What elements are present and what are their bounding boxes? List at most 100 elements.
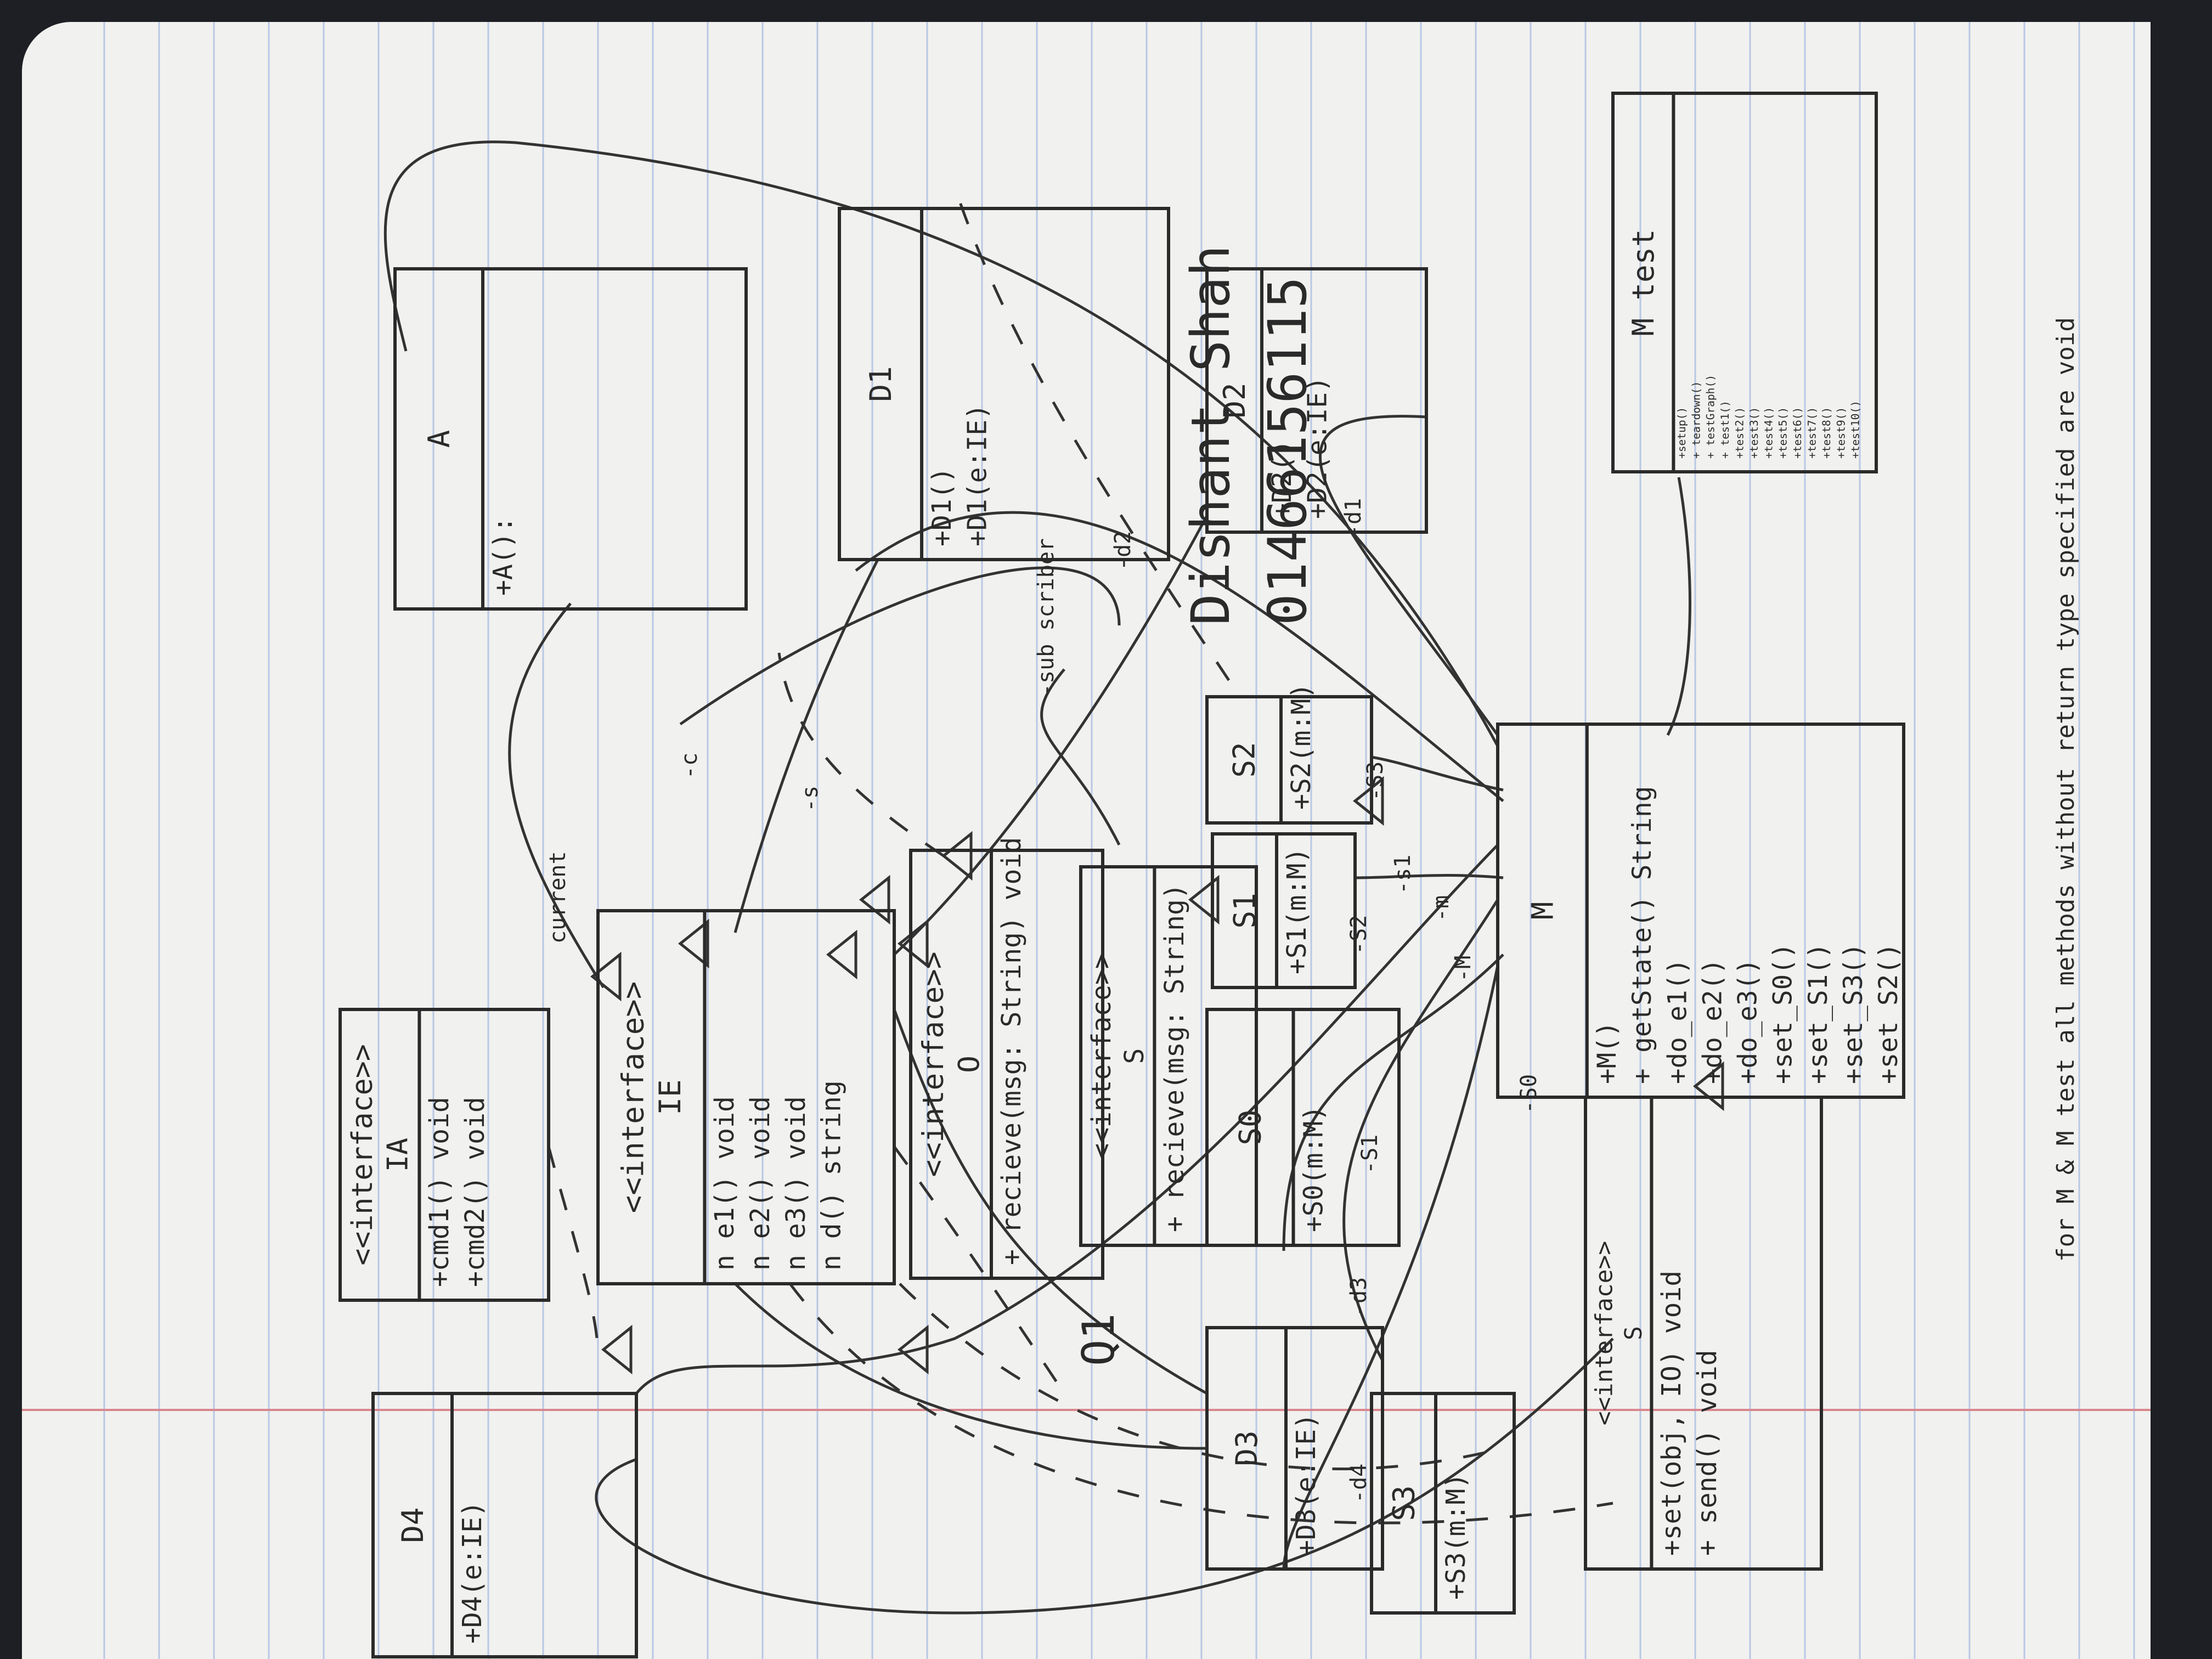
realization-arrowhead [1188,874,1220,925]
relation-line [1342,899,1499,1362]
class-outline [838,207,1170,561]
class-member: +do_e1() [1662,958,1692,1084]
class-outline [1079,865,1258,1247]
class-member: + recieve(msg: String) void [996,837,1027,1265]
class-outline [1205,1326,1384,1571]
class-outline [1611,92,1878,473]
association-label: -S2 [1346,915,1372,955]
class-outline [596,909,896,1285]
class-outline [909,849,1104,1280]
class-name: S0 [1233,1109,1268,1145]
class-box-ia: <<interface>>IA+cmd1() void+cmd2() void [338,1008,550,1302]
class-member: + test1() [1719,400,1731,459]
class-name: IE [653,1079,687,1115]
class-member: +A(): [488,517,518,596]
class-header: D1 [864,366,898,402]
class-header: <<interface>>IE [616,981,687,1214]
class-box-s-iface: <<interface>>S + recieve(msg: String) [1079,865,1258,1247]
class-member: +set(obj, IO) void [1656,1271,1687,1556]
realization-arrowhead [601,1324,633,1375]
class-name: D3 [1229,1430,1264,1466]
class-stereotype: <<interface>> [616,981,650,1214]
class-outline [1211,832,1357,989]
class-box-o: <<interface>>O+ recieve(msg: String) voi… [909,837,1104,1280]
class-box-m: M+M()+ getState() String+do_e1()+do_e2()… [1496,723,1905,1099]
class-member: +S2(m:M) [1286,683,1317,810]
class-box-s1: S1 +S1(m:M) [1211,832,1357,989]
class-stereotype: <<interface>> [1086,953,1117,1159]
association-label: -S3 [1363,761,1388,801]
class-name: D2 [1217,382,1252,418]
relation-line [595,1338,1614,1615]
class-header: M test [1626,229,1661,336]
class-member: +D4(e:IE) [457,1501,488,1644]
class-outline [1205,695,1373,825]
realization-line [893,1146,1066,1395]
class-header: <<interface>>S [1086,953,1150,1159]
class-member: + recieve(msg: String) [1159,883,1190,1232]
association-label: -s [798,786,823,812]
realization-arrowhead [897,918,929,969]
realization-line [953,186,1231,681]
class-member: +set_S0() [1768,943,1798,1084]
realization-line [547,1146,600,1356]
realization-line [777,652,945,857]
relation-line [1318,415,1499,736]
class-box-d2: D2+D2()+D2(e:IE) [1205,267,1428,534]
class-name: A [422,430,456,448]
association-label: -d2 [1110,531,1136,571]
class-member: +do_e3() [1733,958,1763,1084]
class-boxes: <<interface>>IA+cmd1() void+cmd2() void<… [338,92,1905,1658]
relation-line [1666,477,1691,736]
relation-line [855,511,1504,802]
relation-line [508,602,605,989]
uml-class-diagram: <<interface>>IA+cmd1() void+cmd2() void<… [22,22,2151,1659]
class-box-s-main: <<interface>>S+set(obj, IO) void+ send()… [1584,1096,1823,1571]
class-outline [1205,1008,1401,1247]
class-member: n d() string [816,1080,847,1271]
class-header: <<interface>>S [1590,1241,1647,1426]
realization-arrowhead [1352,776,1384,826]
class-member: +test6() [1791,407,1804,459]
realization-arrowhead [590,951,622,1002]
class-box-s3: S3+S3(m:M) [1370,1392,1516,1615]
class-outline [371,1392,638,1658]
class-box-d4: D4+D4(e:IE) [371,1392,638,1658]
class-member: n e1() void [709,1096,740,1271]
class-name: S3 [1386,1485,1421,1521]
class-outline [1205,267,1428,534]
class-name: M [1525,902,1560,920]
class-outline [1370,1392,1516,1615]
association-label: -M [1451,956,1476,982]
class-member: +test9() [1835,407,1847,459]
relation-lines [383,140,1724,1615]
realization-arrowhead [678,918,709,969]
relation-line [1282,953,1504,1251]
class-box-a: A +A(): [393,267,748,611]
class-member: +D2(e:IE) [1302,376,1333,519]
question-number: Q1 [1073,1313,1124,1366]
class-name: S [1119,1048,1150,1064]
class-member: + testGraph() [1705,375,1717,459]
class-header: D2 [1217,382,1252,418]
association-label: -c [677,753,702,779]
relation-line [734,1283,1207,1450]
class-name: S1 [1227,893,1262,928]
class-header: <<interface>>IA [346,1044,414,1266]
class-box-d1: D1+D1()+D1(e:IE) [838,207,1170,561]
association-label: -S0 [1516,1074,1542,1114]
class-name: S [1620,1326,1647,1340]
association-label: -d4 [1346,1464,1372,1503]
class-name: IA [381,1138,414,1172]
relation-line [1282,965,1499,1570]
class-member: +test8() [1820,407,1833,459]
author-name: Dishant Shah [1180,245,1242,625]
class-member: + getState() String [1627,786,1657,1084]
relation-line [635,844,1499,1395]
class-header: M [1525,902,1560,920]
class-member: +do_e2() [1697,958,1728,1084]
relation-line [1371,755,1504,792]
class-member: +S1(m:M) [1282,848,1312,974]
class-member: +test2() [1734,407,1746,459]
